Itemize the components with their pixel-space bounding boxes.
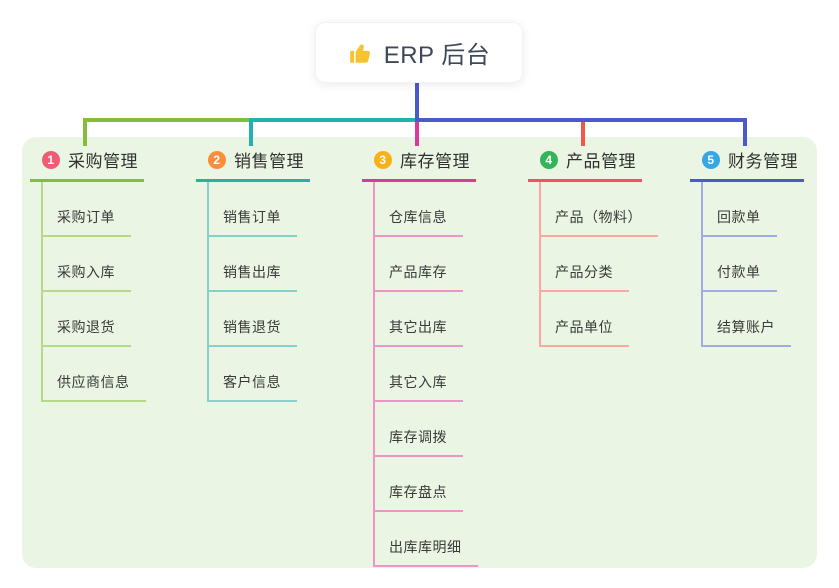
branch-title-label: 销售管理 bbox=[234, 152, 304, 171]
child-node-label[interactable]: 回款单 bbox=[703, 207, 777, 237]
child-node-label[interactable]: 付款单 bbox=[703, 262, 777, 292]
branch-children: 仓库信息产品库存其它出库其它入库库存调拨库存盘点出库库明细 bbox=[373, 182, 478, 567]
child-node-label[interactable]: 其它出库 bbox=[375, 317, 463, 347]
child-node-label[interactable]: 销售订单 bbox=[209, 207, 297, 237]
child-node: 客户信息 bbox=[209, 347, 310, 402]
child-node: 出库库明细 bbox=[375, 512, 478, 567]
child-node: 其它出库 bbox=[375, 292, 478, 347]
child-node: 采购订单 bbox=[43, 182, 146, 237]
child-node-label[interactable]: 销售退货 bbox=[209, 317, 297, 347]
child-node: 付款单 bbox=[703, 237, 804, 292]
child-node-label[interactable]: 供应商信息 bbox=[43, 372, 146, 402]
child-node: 仓库信息 bbox=[375, 182, 478, 237]
root-node[interactable]: ERP 后台 bbox=[315, 22, 523, 83]
child-node-label[interactable]: 库存盘点 bbox=[375, 482, 463, 512]
branch-number-badge: 2 bbox=[208, 150, 226, 169]
branch-node: 5 财务管理 回款单付款单结算账户 bbox=[690, 147, 804, 347]
child-node-label[interactable]: 仓库信息 bbox=[375, 207, 463, 237]
child-node: 回款单 bbox=[703, 182, 804, 237]
thumbs-up-icon bbox=[348, 40, 374, 66]
child-node-label[interactable]: 产品分类 bbox=[541, 262, 629, 292]
connector-bus-middle bbox=[249, 118, 415, 122]
branch-title-label: 产品管理 bbox=[566, 152, 636, 171]
child-node: 采购退货 bbox=[43, 292, 146, 347]
branch-title[interactable]: 3 库存管理 bbox=[362, 147, 476, 182]
child-node: 其它入库 bbox=[375, 347, 478, 402]
child-node: 库存盘点 bbox=[375, 457, 478, 512]
branch-node: 2 销售管理 销售订单销售出库销售退货客户信息 bbox=[196, 147, 310, 402]
child-node-label[interactable]: 产品单位 bbox=[541, 317, 629, 347]
child-node-label[interactable]: 其它入库 bbox=[375, 372, 463, 402]
child-node: 销售出库 bbox=[209, 237, 310, 292]
connector-drop-branch2 bbox=[249, 118, 253, 146]
branch-title[interactable]: 4 产品管理 bbox=[528, 147, 642, 182]
root-node-label: ERP 后台 bbox=[383, 42, 491, 69]
child-node-label[interactable]: 采购入库 bbox=[43, 262, 131, 292]
child-node: 产品（物料） bbox=[541, 182, 658, 237]
child-node: 产品库存 bbox=[375, 237, 478, 292]
child-node-label[interactable]: 客户信息 bbox=[209, 372, 297, 402]
branch-title[interactable]: 1 采购管理 bbox=[30, 147, 144, 182]
child-node: 销售订单 bbox=[209, 182, 310, 237]
child-node: 销售退货 bbox=[209, 292, 310, 347]
branch-children: 销售订单销售出库销售退货客户信息 bbox=[207, 182, 310, 402]
child-node: 库存调拨 bbox=[375, 402, 478, 457]
branch-node: 1 采购管理 采购订单采购入库采购退货供应商信息 bbox=[30, 147, 146, 402]
connector-root-stem bbox=[415, 83, 419, 122]
branch-title[interactable]: 2 销售管理 bbox=[196, 147, 310, 182]
branch-number-badge: 5 bbox=[702, 150, 720, 169]
connector-drop-branch3 bbox=[415, 118, 419, 146]
child-node-label[interactable]: 出库库明细 bbox=[375, 537, 478, 567]
branch-node: 4 产品管理 产品（物料） 产品分类产品单位 bbox=[528, 147, 658, 347]
child-node: 产品分类 bbox=[541, 237, 658, 292]
branch-children: 产品（物料） 产品分类产品单位 bbox=[539, 182, 658, 347]
child-node-label[interactable]: 产品（物料） bbox=[541, 207, 658, 237]
branch-number-badge: 1 bbox=[42, 150, 60, 169]
branches-panel bbox=[22, 137, 817, 568]
branch-title[interactable]: 5 财务管理 bbox=[690, 147, 804, 182]
branch-title-label: 采购管理 bbox=[68, 152, 138, 171]
branch-node: 3 库存管理 仓库信息产品库存其它出库其它入库库存调拨库存盘点出库库明细 bbox=[362, 147, 478, 567]
connector-drop-branch5 bbox=[743, 118, 747, 146]
child-node-label[interactable]: 库存调拨 bbox=[375, 427, 463, 457]
branch-title-label: 财务管理 bbox=[728, 152, 798, 171]
connector-bus-right bbox=[415, 118, 747, 122]
connector-drop-branch4 bbox=[581, 118, 585, 146]
branch-children: 回款单付款单结算账户 bbox=[701, 182, 804, 347]
child-node-label[interactable]: 采购退货 bbox=[43, 317, 131, 347]
child-node: 供应商信息 bbox=[43, 347, 146, 402]
child-node: 产品单位 bbox=[541, 292, 658, 347]
branch-number-badge: 3 bbox=[374, 150, 392, 169]
child-node: 结算账户 bbox=[703, 292, 804, 347]
branch-title-label: 库存管理 bbox=[400, 152, 470, 171]
child-node-label[interactable]: 销售出库 bbox=[209, 262, 297, 292]
branch-children: 采购订单采购入库采购退货供应商信息 bbox=[41, 182, 146, 402]
child-node: 采购入库 bbox=[43, 237, 146, 292]
child-node-label[interactable]: 采购订单 bbox=[43, 207, 131, 237]
child-node-label[interactable]: 产品库存 bbox=[375, 262, 463, 292]
connector-bus-left bbox=[83, 118, 249, 122]
child-node-label[interactable]: 结算账户 bbox=[703, 317, 791, 347]
connector-drop-branch1 bbox=[83, 118, 87, 146]
branch-number-badge: 4 bbox=[540, 150, 558, 169]
